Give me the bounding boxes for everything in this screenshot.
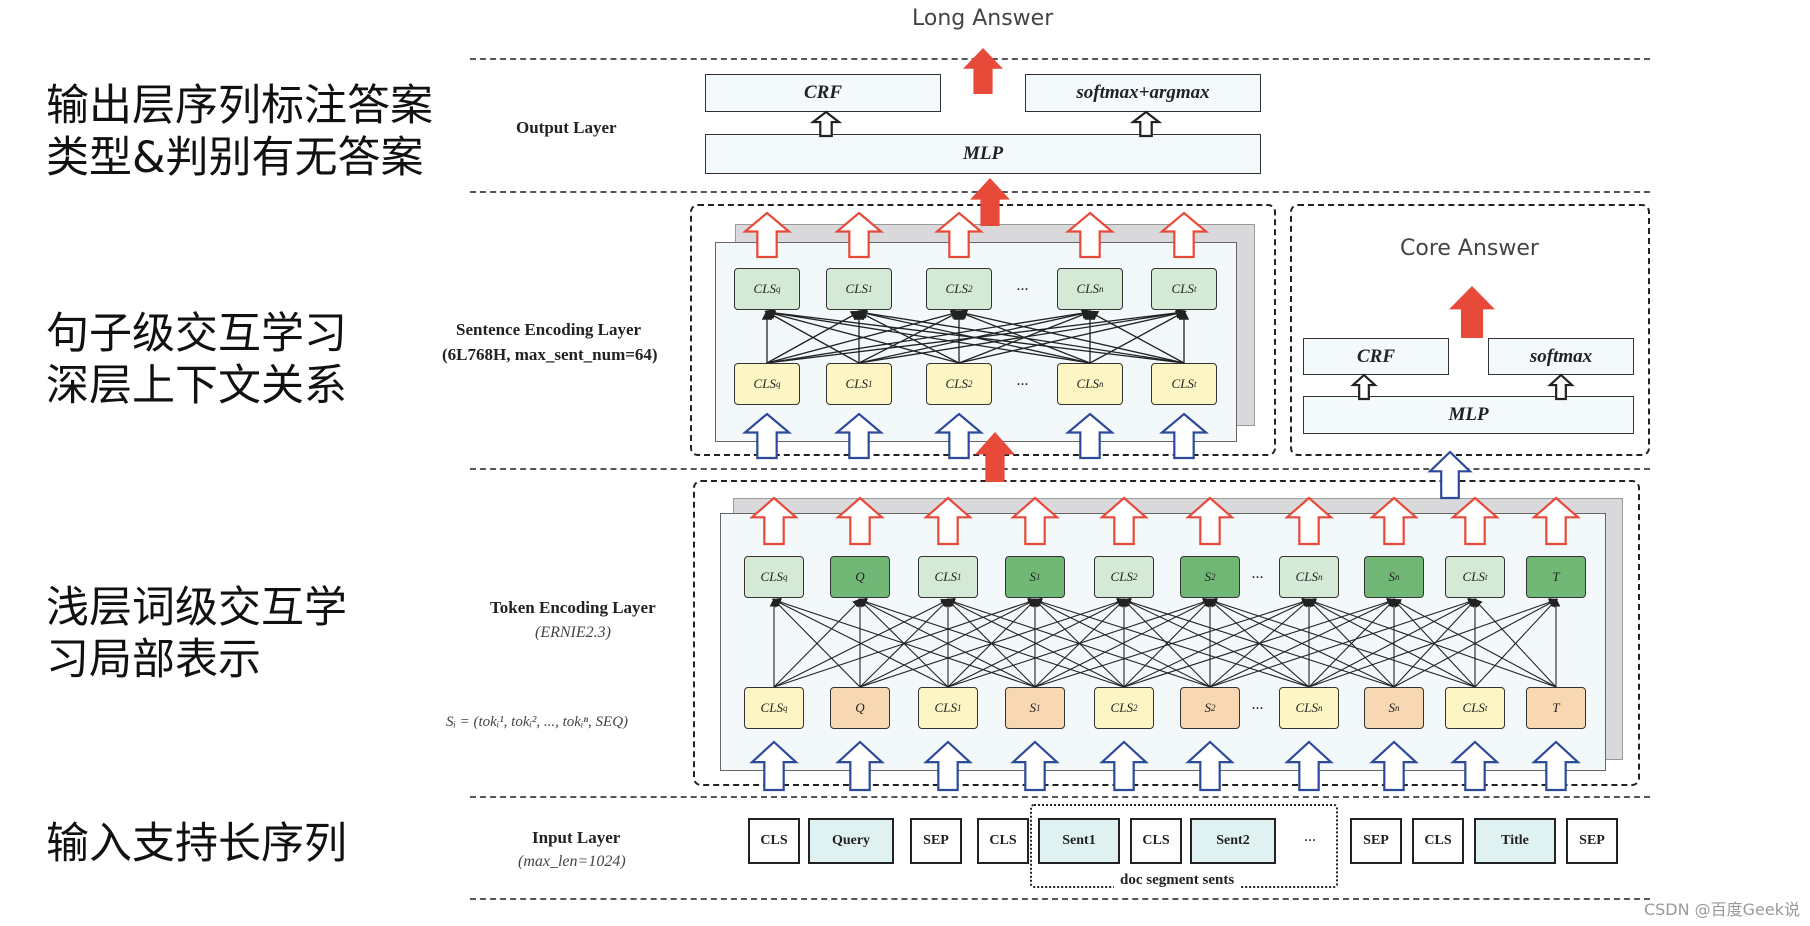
annotation-sentence-line2: 深层上下文关系 — [46, 361, 347, 411]
core-softmax-box: softmax — [1488, 338, 1634, 375]
sentence-top-token-3: ... — [1016, 277, 1029, 294]
token-bottom-token-1: Q — [830, 687, 890, 729]
annotation-output: 输出层序列标注答案 类型&判别有无答案 — [46, 80, 433, 184]
token-bottom-token-6: ... — [1251, 696, 1264, 713]
token-formula: Sᵢ = (tokᵢ¹, tokᵢ², ..., tokᵢⁿ, SEQ) — [446, 714, 629, 730]
input-token-5: CLS — [1130, 818, 1182, 864]
token-bottom-token-10: T — [1526, 687, 1586, 729]
sentence-layer-sub: (6L768H, max_sent_num=64) — [442, 345, 658, 364]
annotation-input: 输入支持长序列 — [46, 818, 347, 870]
input-token-8: SEP — [1350, 818, 1402, 864]
separator-token — [470, 796, 1650, 798]
core-crf-box: CRF — [1303, 338, 1449, 375]
token-top-token-10: T — [1526, 556, 1586, 598]
long-answer-solid-arrow — [963, 48, 1003, 94]
core-mlp-box: MLP — [1303, 396, 1634, 434]
input-token-10: Title — [1474, 818, 1556, 864]
output-mlp-box: MLP — [705, 134, 1261, 174]
input-token-0: CLS — [748, 818, 800, 864]
long-answer-title: Long Answer — [912, 6, 1054, 31]
input-token-9: CLS — [1412, 818, 1464, 864]
annotation-token-line2: 习局部表示 — [46, 635, 261, 685]
separator-bottom — [470, 898, 1650, 900]
sentence-bottom-token-3: ... — [1016, 372, 1029, 389]
separator-output — [470, 191, 1650, 193]
input-token-7: ... — [1304, 828, 1316, 845]
token-layer-label: Token Encoding Layer — [490, 598, 656, 617]
doc-segment-label: doc segment sents — [1114, 872, 1241, 889]
separator-sentence — [470, 468, 1650, 470]
input-token-4: Sent1 — [1038, 818, 1120, 864]
input-token-11: SEP — [1566, 818, 1618, 864]
annotation-sentence: 句子级交互学习 深层上下文关系 — [46, 308, 347, 412]
separator-top — [470, 58, 1650, 60]
token-top-token-6: ... — [1251, 565, 1264, 582]
output-mlp-to-softmax-arrow — [1129, 110, 1163, 138]
token-panel — [720, 513, 1606, 771]
sentence-layer-label: Sentence Encoding Layer — [456, 320, 642, 339]
annotation-token: 浅层词级交互学 习局部表示 — [46, 582, 347, 686]
input-token-6: Sent2 — [1190, 818, 1276, 864]
input-layer-label: Input Layer — [532, 828, 621, 847]
input-token-2: SEP — [910, 818, 962, 864]
annotation-token-line1: 浅层词级交互学 — [46, 583, 347, 633]
token-top-token-1: Q — [830, 556, 890, 598]
output-crf-box: CRF — [705, 74, 941, 112]
token-layer-frame — [693, 480, 1640, 786]
annotation-sentence-line1: 句子级交互学习 — [46, 309, 347, 359]
input-layer-sub: (max_len=1024) — [518, 853, 626, 870]
core-answer-title: Core Answer — [1400, 236, 1539, 261]
annotation-output-line2: 类型&判别有无答案 — [46, 133, 424, 183]
watermark: CSDN @百度Geek说 — [1643, 900, 1800, 919]
input-token-3: CLS — [977, 818, 1029, 864]
output-mlp-to-crf-arrow — [809, 110, 843, 138]
output-layer-label: Output Layer — [516, 118, 617, 137]
input-token-1: Query — [808, 818, 894, 864]
annotation-output-line1: 输出层序列标注答案 — [46, 81, 433, 131]
annotation-input-line1: 输入支持长序列 — [46, 819, 347, 869]
output-softmax-argmax-box: softmax+argmax — [1025, 74, 1261, 112]
token-layer-sub: (ERNIE2.3) — [535, 624, 611, 641]
